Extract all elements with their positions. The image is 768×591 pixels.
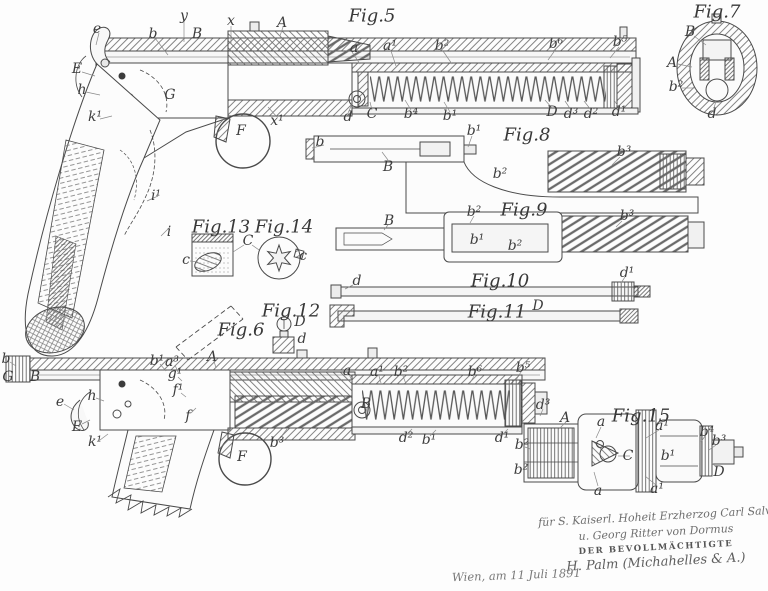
- fig9-sleeve-drawing: [336, 212, 704, 262]
- fig13-detail-drawing: [190, 234, 262, 276]
- fig8-bolt-drawing: [306, 136, 704, 213]
- fig10-rod-drawing: [331, 277, 650, 301]
- fig11-rod-drawing: [330, 305, 638, 327]
- fig15-detail-drawing: [524, 410, 743, 492]
- fig7-end-view-drawing: [677, 14, 757, 115]
- fig12-pin-drawing: [273, 317, 294, 353]
- fig14-star-section-drawing: [258, 237, 304, 279]
